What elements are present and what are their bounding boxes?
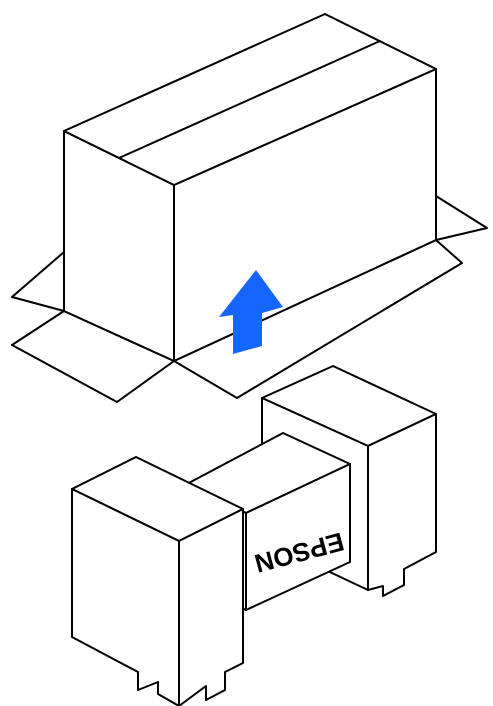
carton-left-flap [11, 251, 65, 312]
printer-with-packing-foam-icon: EPSON [71, 365, 437, 706]
carton-tape-line-front [118, 40, 381, 159]
carton-right-flap [435, 195, 488, 241]
right-foam-side [367, 413, 437, 597]
open-carton-box-icon [11, 13, 488, 403]
lift-up-arrow [219, 270, 283, 354]
left-packing-foam [71, 456, 244, 706]
left-foam-side [178, 508, 244, 706]
lift-up-arrow-icon [219, 270, 283, 354]
